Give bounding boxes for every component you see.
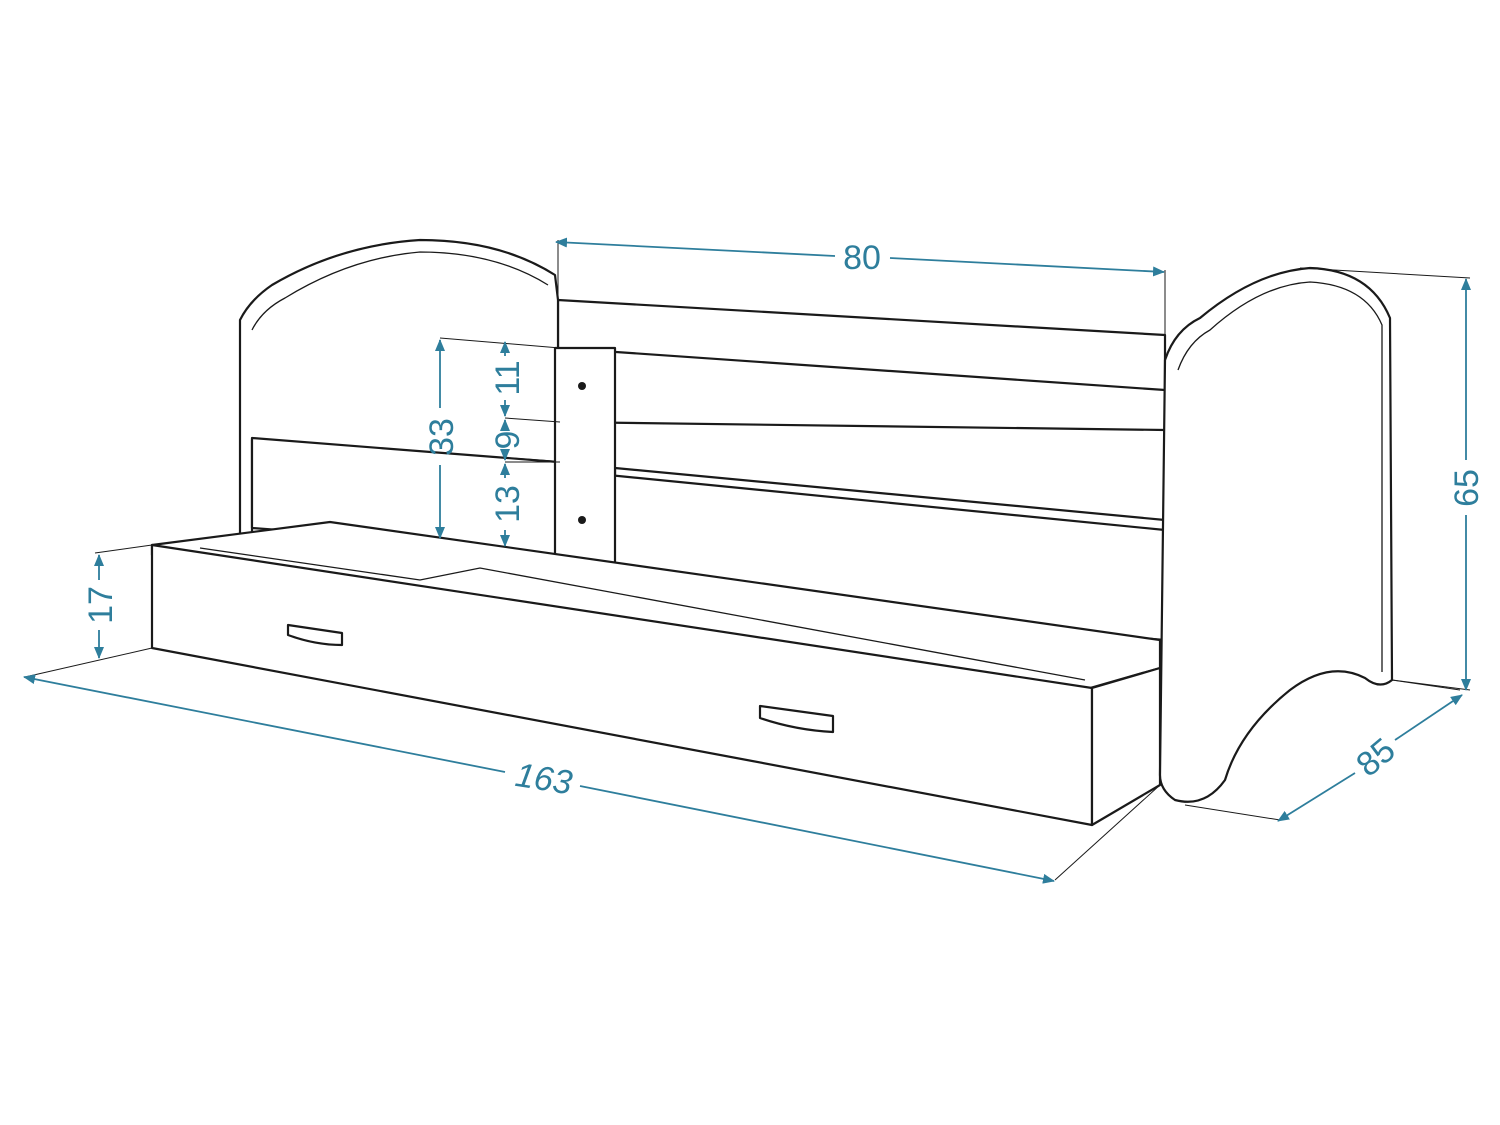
screw-icon (578, 516, 586, 524)
dimension-80-left (555, 237, 836, 257)
label-85: 85 (1349, 731, 1402, 784)
left-headboard (238, 238, 560, 537)
screw-icon (578, 382, 586, 390)
label-13: 13 (489, 485, 527, 523)
dimension-85-bottom (1277, 772, 1356, 822)
dimension-80-right (889, 257, 1165, 277)
right-footboard-inner (1177, 281, 1383, 672)
left-headboard-inner (251, 251, 549, 331)
drawer-handle-icon (286, 623, 344, 647)
dimension-85-top (1394, 694, 1463, 741)
dimension-lines (23, 237, 1471, 884)
right-footboard (1158, 266, 1394, 803)
label-80: 80 (843, 239, 881, 277)
rail-post (553, 346, 617, 565)
dimension-163-right (579, 785, 1055, 884)
drawer-handle-icon (758, 704, 835, 734)
extension-lines (24, 240, 1471, 881)
label-65: 65 (1448, 469, 1486, 507)
drawer-side (1090, 666, 1162, 827)
label-11: 11 (489, 360, 527, 395)
label-17: 17 (82, 586, 120, 624)
label-163: 163 (513, 756, 575, 802)
bed-illustration (150, 238, 1394, 827)
dimension-163-left (23, 674, 506, 773)
label-9: 9 (489, 431, 527, 450)
label-33: 33 (423, 418, 461, 456)
